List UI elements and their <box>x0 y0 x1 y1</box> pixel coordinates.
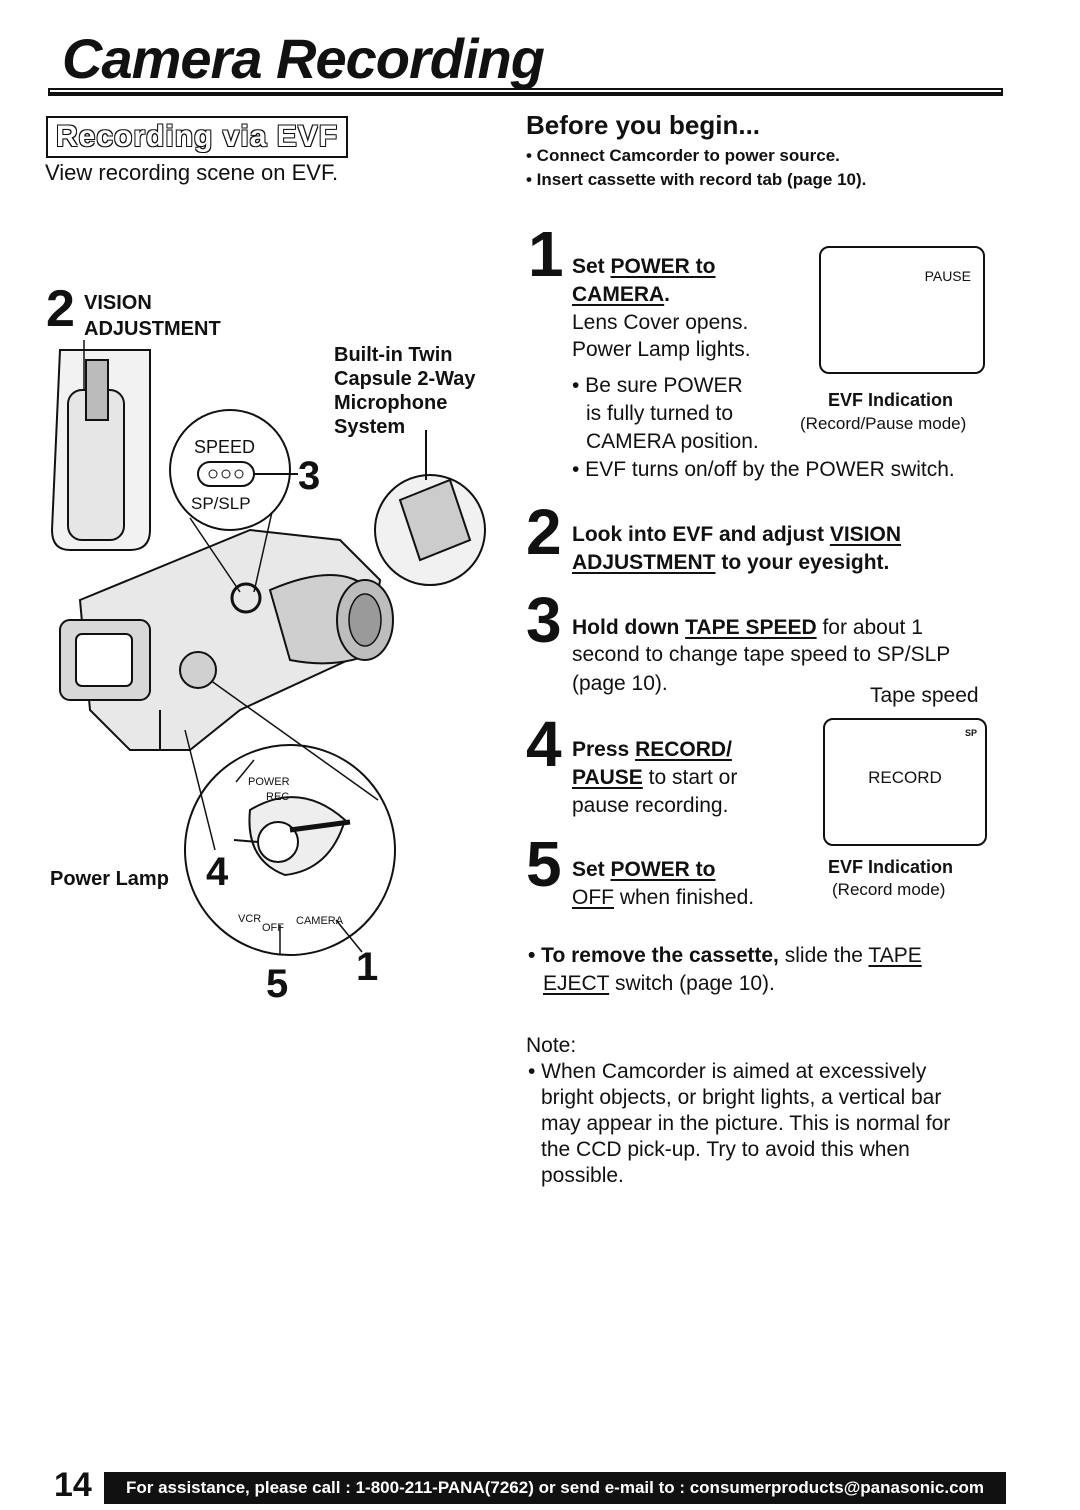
callout-off-number: 5 <box>266 962 289 1006</box>
page-title: Camera Recording <box>62 27 545 90</box>
assistance-footer: For assistance, please call : 1-800-211-… <box>104 1472 1006 1504</box>
step-1-line: Set POWER to <box>572 255 716 278</box>
step-2-number: 2 <box>526 496 562 568</box>
note-line: bright objects, or bright lights, a vert… <box>541 1086 942 1109</box>
mic-label: System <box>334 416 406 438</box>
callout-speed-number: 3 <box>298 454 321 498</box>
step-4-line: Press RECORD/ <box>572 738 732 761</box>
step-1-line: CAMERA. <box>572 283 671 306</box>
step-1-line: Power Lamp lights. <box>572 338 751 361</box>
speed-label: SPEED <box>194 437 256 457</box>
mic-label: Microphone <box>334 392 448 414</box>
evf-mode-caption: (Record/Pause mode) <box>800 414 967 433</box>
remove-cassette-line: EJECT switch (page 10). <box>543 972 775 995</box>
remove-cassette-line: • To remove the cassette, slide the TAPE <box>528 944 922 967</box>
power-label: POWER <box>248 776 290 788</box>
note-line: • When Camcorder is aimed at excessively <box>528 1060 927 1083</box>
evf-mode-caption: (Record mode) <box>832 880 946 899</box>
step-5-line: OFF when finished. <box>572 886 755 909</box>
step-1-bullet: CAMERA position. <box>586 430 759 453</box>
camcorder-illustration <box>50 340 486 956</box>
step-1-number: 1 <box>528 218 564 290</box>
page-number: 14 <box>54 1466 92 1504</box>
step-5-line: Set POWER to <box>572 858 716 881</box>
evf-pause-text: PAUSE <box>924 268 971 284</box>
speed-sub-label: SP/SLP <box>191 494 251 513</box>
callout-vision-label: VISION <box>84 292 152 314</box>
step-1-line: Lens Cover opens. <box>572 311 749 334</box>
step-4-number: 4 <box>526 708 562 780</box>
note-line: may appear in the picture. This is norma… <box>541 1112 951 1135</box>
step-3-line: (page 10). <box>572 672 668 695</box>
step-2-line: ADJUSTMENT to your eyesight. <box>572 551 890 574</box>
dial-off-label: OFF <box>262 922 284 934</box>
step-1-bullet: is fully turned to <box>586 402 734 425</box>
step-3-line: second to change tape speed to SP/SLP <box>572 643 951 666</box>
dial-vcr-label: VCR <box>238 913 262 925</box>
step-2-line: Look into EVF and adjust VISION <box>572 523 902 546</box>
tape-speed-label: Tape speed <box>870 684 979 707</box>
evf-screen-pause: PAUSE <box>819 246 985 374</box>
evf-sp-indicator: SP <box>964 728 977 738</box>
step-1-bullet: • Be sure POWER <box>572 374 743 397</box>
dial-camera-label: CAMERA <box>296 915 344 927</box>
note-line: the CCD pick-up. Try to avoid this when <box>541 1138 910 1161</box>
before-begin-heading: Before you begin... <box>526 110 761 140</box>
callout-vision-number: 2 <box>46 280 75 338</box>
callout-camera-number: 1 <box>356 945 379 989</box>
step-4-line: PAUSE to start or <box>572 766 738 789</box>
rec-label: REC <box>266 791 290 803</box>
callout-record-number: 4 <box>206 850 229 894</box>
note-line: possible. <box>541 1164 624 1187</box>
section-intro: View recording scene on EVF. <box>45 160 339 185</box>
step-3-number: 3 <box>526 584 562 656</box>
step-1-bullet: • EVF turns on/off by the POWER switch. <box>572 458 955 481</box>
note-heading: Note: <box>526 1034 577 1057</box>
power-lamp-label: Power Lamp <box>50 868 169 890</box>
step-3-line: Hold down TAPE SPEED for about 1 <box>572 616 923 639</box>
mic-label: Capsule 2-Way <box>334 368 476 390</box>
before-begin-item: • Connect Camcorder to power source. <box>526 146 840 165</box>
mic-label: Built-in Twin <box>334 344 453 366</box>
evf-screen-record: SP RECORD <box>823 718 987 846</box>
callout-adjustment-label: ADJUSTMENT <box>84 318 221 340</box>
evf-caption: EVF Indication <box>828 390 954 410</box>
before-begin-item: • Insert cassette with record tab (page … <box>526 170 867 189</box>
step-5-number: 5 <box>526 828 562 900</box>
evf-caption: EVF Indication <box>828 857 954 877</box>
evf-record-text: RECORD <box>868 768 942 787</box>
step-4-line: pause recording. <box>572 794 729 817</box>
section-heading: Recording via EVF <box>46 116 349 158</box>
title-rule <box>48 88 1003 96</box>
